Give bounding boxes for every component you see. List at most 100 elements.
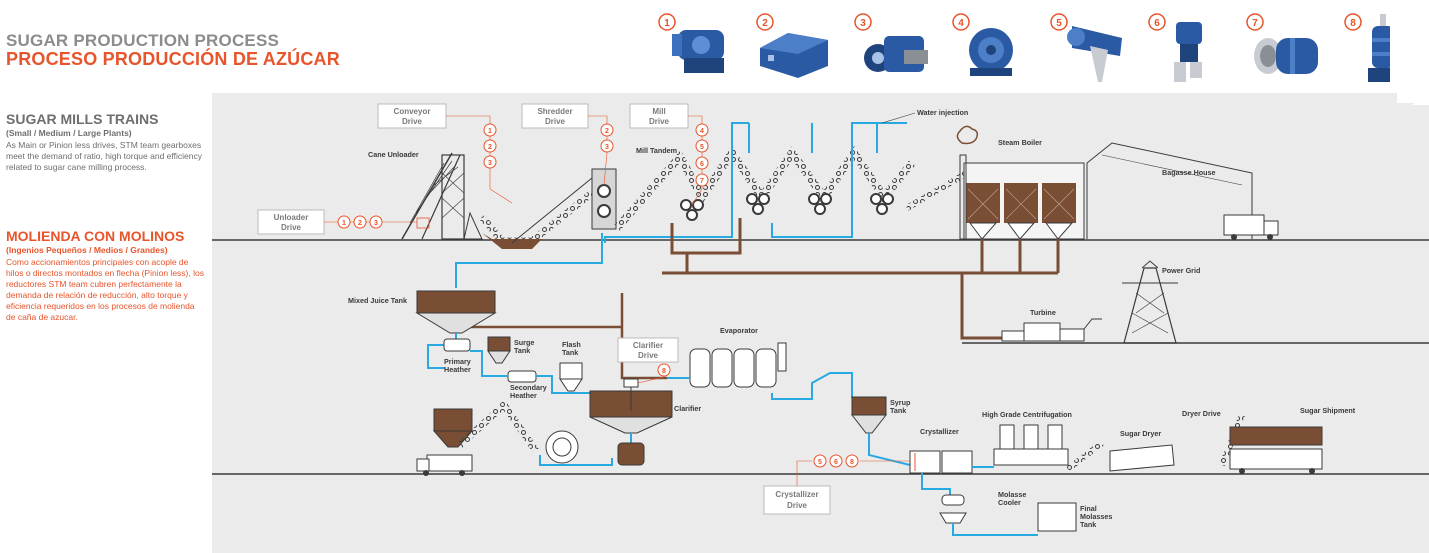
product-6-number: 6	[1154, 18, 1160, 29]
clarifier	[589, 378, 673, 434]
label-sugar-dryer: Sugar Dryer	[1120, 429, 1161, 438]
conveyor-drive-callout: Conveyor Drive 1 2 3	[377, 103, 513, 204]
mill-drive-line2: Drive	[649, 117, 670, 126]
juice-line-1	[455, 233, 603, 288]
label-surge-tank-2: Tank	[514, 346, 530, 355]
product-8-number: 8	[1350, 18, 1356, 29]
mills-body-en: As Main or Pinion less drives, STM team …	[6, 140, 202, 172]
cane-unloader	[401, 152, 483, 240]
product-2-number: 2	[762, 18, 768, 29]
conveyor-drive-line2: Drive	[402, 117, 423, 126]
final-molasses-tank	[1037, 502, 1077, 532]
label-crystallizer: Crystallizer	[920, 427, 959, 436]
mills-body-es: Como accionamientos principales con acop…	[6, 257, 204, 322]
mud-filter	[617, 442, 645, 466]
high-grade-centrifugation	[993, 424, 1069, 466]
label-high-grade-centrifugation: High Grade Centrifugation	[982, 410, 1072, 419]
unloader-drive-num-1: 1	[342, 220, 346, 227]
label-flash-tank-2: Tank	[562, 348, 578, 357]
crystallizer-drive-num-2: 6	[834, 459, 838, 466]
bagasse-truck	[1223, 214, 1279, 240]
process-diagram: Cane Unloader Mill Tandem Water injectio…	[212, 93, 1429, 553]
clarifier-drive-num-1: 8	[662, 368, 666, 375]
label-secondary-heather-1: Secondary	[510, 383, 547, 392]
sugar-dryer	[1109, 444, 1175, 472]
label-syrup-tank-2: Tank	[890, 406, 906, 415]
clarifier-drive-callout: Clarifier Drive 8	[617, 337, 679, 384]
crystallizer-drive-line2: Drive	[787, 501, 808, 510]
syrup-tank	[850, 396, 888, 434]
product-4: 4	[952, 13, 1013, 76]
flash-tank	[559, 362, 583, 392]
label-cane-unloader: Cane Unloader	[368, 150, 419, 159]
mills-section-es: MOLIENDA CON MOLINOS (Ingenios Pequeños …	[6, 228, 206, 323]
label-evaporator: Evaporator	[720, 326, 758, 335]
clarifier-drive-line2: Drive	[638, 351, 659, 360]
mill-drive-callout: Mill Drive 4 5 6 7	[629, 103, 709, 206]
conveyor-drive-num-3: 3	[488, 160, 492, 167]
label-mixed-juice-tank: Mixed Juice Tank	[348, 296, 407, 305]
unloader-drive-line1: Unloader	[274, 213, 309, 222]
product-5: 5	[1050, 13, 1122, 82]
turbine	[1001, 318, 1102, 342]
unloader-drive-callout: Unloader Drive 1 2 3	[257, 209, 417, 235]
label-bagasse-house: Bagasse House	[1162, 168, 1216, 177]
product-3-number: 3	[860, 18, 866, 29]
product-gearbox-row: 1 2 3 4 5 6	[658, 13, 1390, 82]
product-7-number: 7	[1252, 18, 1258, 29]
conveyor-drive-num-1: 1	[488, 128, 492, 135]
crystallizer	[909, 450, 973, 474]
product-7: 7	[1246, 13, 1318, 74]
unloader-drive-num-3: 3	[374, 220, 378, 227]
label-molasse-cooler-1: Molasse	[998, 490, 1026, 499]
product-4-number: 4	[958, 18, 964, 29]
label-syrup-tank-1: Syrup	[890, 398, 911, 407]
mixed-juice-tank	[415, 290, 497, 334]
label-power-grid: Power Grid	[1162, 266, 1200, 275]
label-dryer-drive: Dryer Drive	[1182, 409, 1221, 418]
title-es: PROCESO PRODUCCIÓN DE AZÚCAR	[6, 49, 340, 69]
label-water-injection: Water injection	[917, 108, 968, 117]
shredder-drive-num-2: 3	[605, 144, 609, 151]
product-6: 6	[1148, 13, 1202, 82]
product-2: 2	[756, 13, 828, 78]
label-primary-heather-2: Heather	[444, 365, 471, 374]
mill-drive-num-1: 4	[700, 128, 704, 135]
primary-heather	[443, 338, 471, 352]
label-final-molasses-tank-2: Molasses	[1080, 512, 1112, 521]
label-sugar-shipment: Sugar Shipment	[1300, 406, 1356, 415]
surge-tank	[487, 336, 511, 364]
shredder	[591, 168, 617, 230]
crystallizer-drive-line1: Crystallizer	[775, 490, 818, 499]
product-5-number: 5	[1056, 18, 1062, 29]
label-primary-heather-1: Primary	[444, 357, 471, 366]
product-1-number: 1	[664, 18, 670, 29]
shredder-drive-num-1: 2	[605, 128, 609, 135]
mills-subheading-es: (Ingenios Pequeños / Medios / Grandes)	[6, 245, 168, 255]
label-molasse-cooler-2: Cooler	[998, 498, 1021, 507]
mill-drive-num-2: 5	[700, 144, 704, 151]
shredder-drive-line2: Drive	[545, 117, 566, 126]
mills-heading-es: MOLIENDA CON MOLINOS	[6, 228, 185, 244]
cake-truck	[416, 454, 473, 476]
mud-hopper	[432, 408, 474, 448]
label-secondary-heather-2: Heather	[510, 391, 537, 400]
rotary-filter	[545, 430, 579, 464]
title-en: SUGAR PRODUCTION PROCESS	[6, 31, 280, 50]
label-final-molasses-tank-1: Final	[1080, 504, 1097, 513]
label-clarifier: Clarifier	[674, 404, 701, 413]
clarifier-drive-line1: Clarifier	[633, 341, 663, 350]
power-grid-tower	[1122, 260, 1178, 344]
product-8: 8	[1344, 13, 1390, 82]
label-mill-tandem: Mill Tandem	[636, 146, 677, 155]
label-steam-boiler: Steam Boiler	[998, 138, 1042, 147]
conveyor-drive-num-2: 2	[488, 144, 492, 151]
molasse-cooler	[939, 494, 967, 524]
sugar-shipment	[1229, 426, 1323, 474]
shredder-drive-callout: Shredder Drive 2 3	[521, 103, 614, 186]
label-final-molasses-tank-3: Tank	[1080, 520, 1096, 529]
mill-drive-num-4: 7	[700, 178, 704, 185]
mill-rollers	[680, 193, 894, 221]
mill-drive-line1: Mill	[652, 107, 665, 116]
mills-subheading-en: (Small / Medium / Large Plants)	[6, 128, 132, 138]
